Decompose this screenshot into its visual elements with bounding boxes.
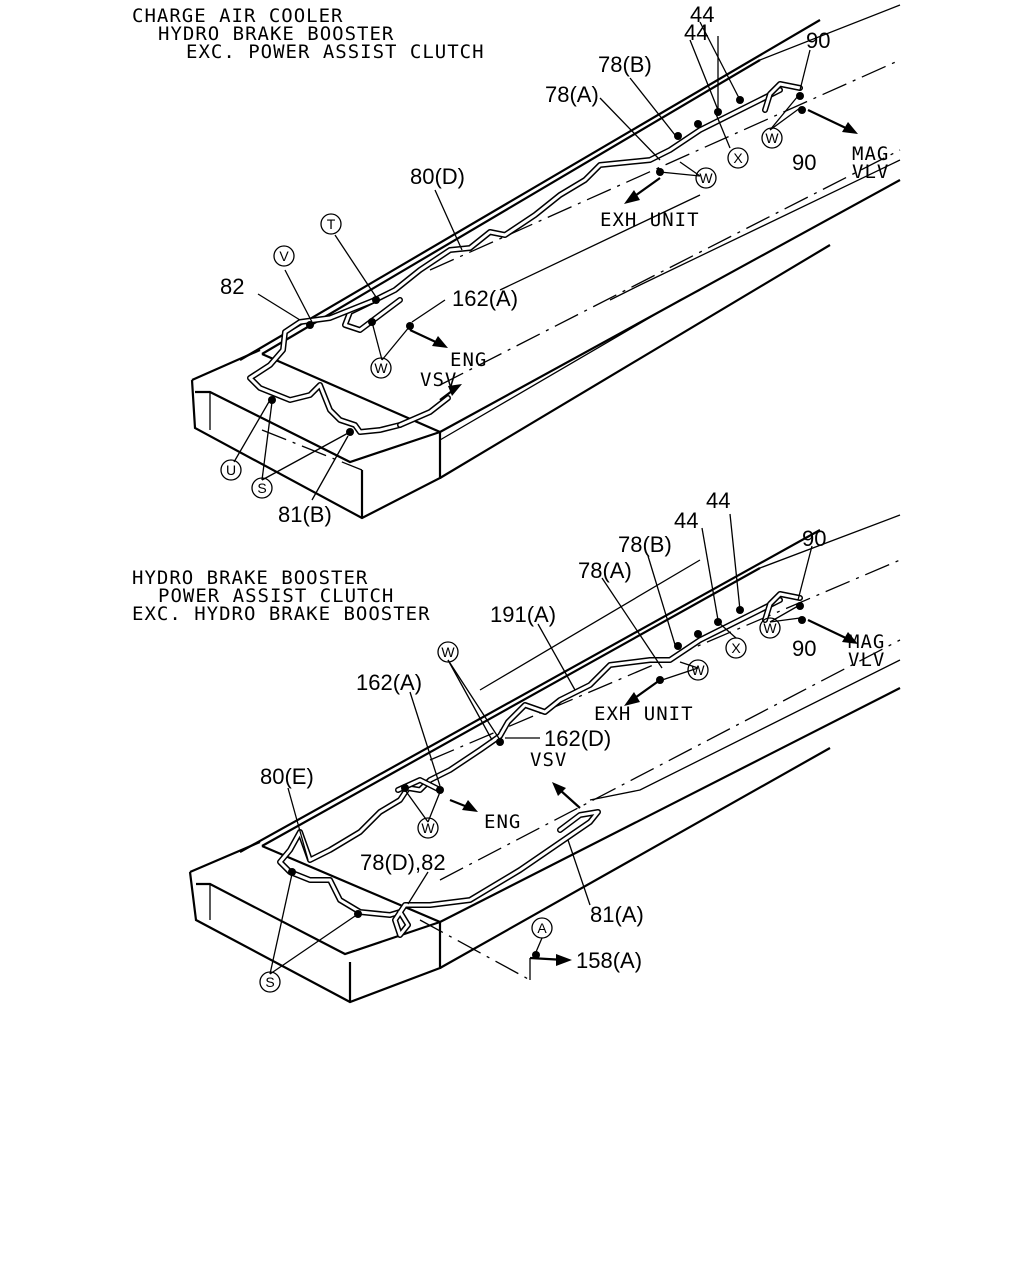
caption2-line-3: EXC. HYDRO BRAKE BOOSTER <box>132 603 431 625</box>
svg-text:S: S <box>257 480 266 496</box>
label-78a: 78(A) <box>545 82 599 107</box>
label-162a: 162(A) <box>452 286 518 311</box>
label2-eng: ENG <box>484 811 521 833</box>
caption-line-2: HYDRO BRAKE BOOSTER <box>158 23 394 45</box>
ref-u: U <box>220 459 242 481</box>
svg-text:X: X <box>733 150 743 166</box>
label2-78b: 78(B) <box>618 532 672 557</box>
ref2-w-1: W <box>759 617 781 639</box>
svg-text:V: V <box>279 248 289 264</box>
pipe-runs <box>247 81 803 435</box>
clamps-2 <box>288 602 806 959</box>
label2-90-upper: 90 <box>802 526 826 551</box>
label-90-upper: 90 <box>806 28 830 53</box>
label-78b: 78(B) <box>598 52 652 77</box>
diagram-1: CHARGE AIR COOLER HYDRO BRAKE BOOSTER EX… <box>132 2 901 527</box>
svg-text:A: A <box>537 920 547 936</box>
label-44-lower: 44 <box>684 20 708 45</box>
ref2-s: S <box>259 971 281 993</box>
pipe-runs-2 <box>277 591 803 938</box>
label2-78d-82: 78(D),82 <box>360 850 446 875</box>
svg-text:W: W <box>763 620 777 636</box>
ref-w-2: W <box>695 167 717 189</box>
diagram-2: HYDRO BRAKE BOOSTER POWER ASSIST CLUTCH … <box>132 488 901 1004</box>
ref-w-3: W <box>370 357 392 379</box>
caption-line-3: EXC. POWER ASSIST CLUTCH <box>186 41 485 63</box>
ref2-w-4: W <box>417 817 439 839</box>
label2-mag: MAG <box>848 631 885 653</box>
ref-w-1: W <box>761 127 783 149</box>
label2-162a: 162(A) <box>356 670 422 695</box>
ref2-a: A <box>531 917 553 939</box>
flow-arrows <box>409 109 858 401</box>
label2-80e: 80(E) <box>260 764 314 789</box>
label-exh-unit: EXH UNIT <box>600 209 700 231</box>
clamps <box>268 92 806 436</box>
ref2-w-3: W <box>437 641 459 663</box>
label-90-lower: 90 <box>792 150 816 175</box>
svg-text:U: U <box>226 462 236 478</box>
label2-78a: 78(A) <box>578 558 632 583</box>
svg-text:W: W <box>699 170 713 186</box>
label2-44-lower: 44 <box>674 508 698 533</box>
frame-rail-2 <box>188 514 901 1004</box>
ref-s: S <box>251 477 273 499</box>
svg-text:W: W <box>441 644 455 660</box>
label-vlv: VLV <box>852 161 889 183</box>
label2-44-upper: 44 <box>706 488 730 513</box>
label-mag: MAG <box>852 143 889 165</box>
ref-v: V <box>273 245 295 267</box>
ref-x: X <box>727 147 749 169</box>
label-82: 82 <box>220 274 244 299</box>
caption-line-1: CHARGE AIR COOLER <box>132 5 343 27</box>
label2-90-lower: 90 <box>792 636 816 661</box>
label-vsv: VSV <box>420 369 457 391</box>
caption2-line-1: HYDRO BRAKE BOOSTER <box>132 567 368 589</box>
frame-rail <box>190 4 901 520</box>
ref2-w-2: W <box>687 659 709 681</box>
label2-81a: 81(A) <box>590 902 644 927</box>
leader-lines <box>233 21 811 501</box>
label-80d: 80(D) <box>410 164 465 189</box>
svg-text:W: W <box>374 360 388 376</box>
label2-191a: 191(A) <box>490 602 556 627</box>
flow-arrows-2 <box>449 619 858 966</box>
label2-exh-unit: EXH UNIT <box>594 703 694 725</box>
label-eng: ENG <box>450 349 487 371</box>
label2-vlv: VLV <box>848 649 885 671</box>
caption2-line-2: POWER ASSIST CLUTCH <box>158 585 394 607</box>
label2-vsv: VSV <box>530 749 567 771</box>
svg-text:S: S <box>265 974 274 990</box>
svg-text:T: T <box>327 216 336 232</box>
svg-text:W: W <box>691 662 705 678</box>
label2-162d: 162(D) <box>544 726 611 751</box>
svg-text:W: W <box>765 130 779 146</box>
ref-t: T <box>320 213 342 235</box>
ref2-x: X <box>725 637 747 659</box>
label-81b: 81(B) <box>278 502 332 527</box>
svg-text:X: X <box>731 640 741 656</box>
label-44-upper: 44 <box>690 2 714 27</box>
label2-158a: 158(A) <box>576 948 642 973</box>
svg-text:W: W <box>421 820 435 836</box>
